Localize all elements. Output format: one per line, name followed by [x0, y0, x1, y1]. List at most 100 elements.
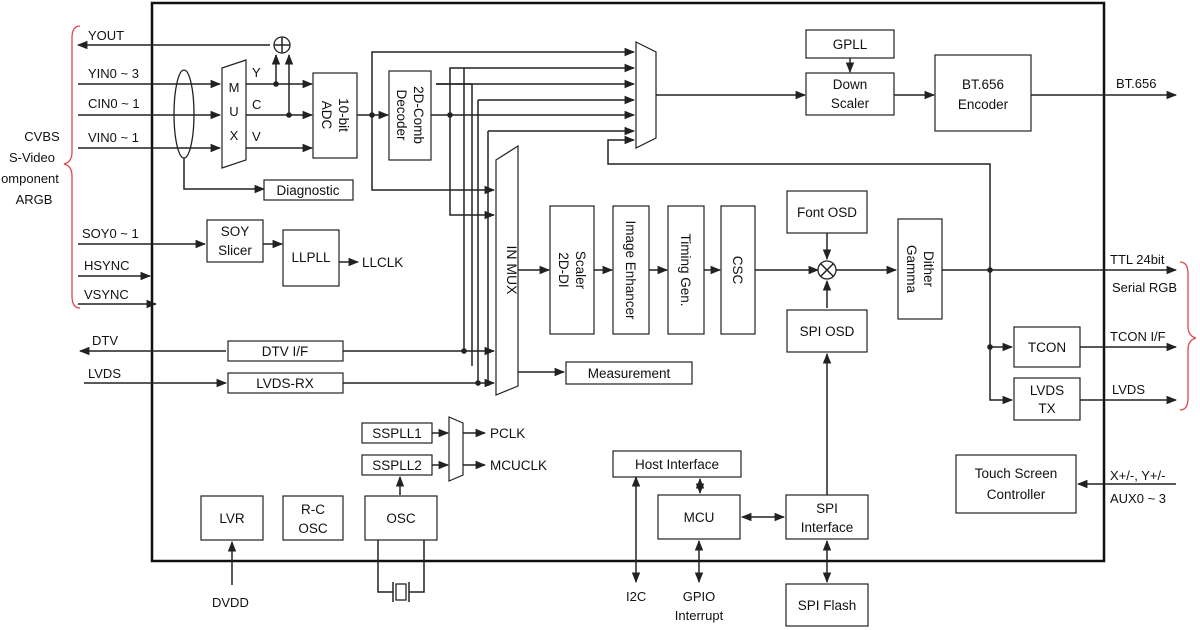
lvds-output-label: LVDS: [1112, 382, 1145, 397]
in-mux: [495, 144, 519, 396]
svg-text:TCON: TCON: [1028, 340, 1066, 355]
rc-osc-block: [282, 495, 344, 541]
svg-text:GPLL: GPLL: [833, 37, 868, 52]
svg-text:ARGB: ARGB: [16, 192, 53, 207]
interrupt-label: Interrupt: [675, 608, 724, 623]
svg-text:SPI OSD: SPI OSD: [800, 324, 855, 339]
i2c-label: I2C: [626, 589, 646, 604]
lvr-block: [200, 495, 264, 541]
font-osd-block: [786, 190, 868, 234]
touch-inputs-label: X+/-, Y+/-: [1110, 468, 1165, 483]
svg-text:Diagnostic: Diagnostic: [276, 183, 339, 198]
svg-text:Font OSD: Font OSD: [797, 205, 857, 220]
host-interface-block: [612, 450, 742, 478]
mcu-block: [657, 494, 741, 540]
svg-text:Host Interface: Host Interface: [635, 457, 719, 472]
scaler-block: [549, 205, 595, 335]
gpll-block: [805, 29, 895, 59]
spi-flash-block: [785, 583, 869, 627]
signal-yin: YIN0 ~ 3: [88, 66, 139, 81]
svg-text:OSC: OSC: [298, 521, 328, 536]
spi-interface-block: [785, 494, 869, 540]
svg-text:BT.656: BT.656: [962, 77, 1004, 92]
svg-text:SSPLL1: SSPLL1: [372, 426, 422, 441]
svg-text:SPI: SPI: [816, 501, 838, 516]
right-brace: [1179, 261, 1197, 411]
svg-text:LLPLL: LLPLL: [291, 250, 331, 265]
diagnostic-block: [263, 179, 354, 201]
svg-text:IN MUX: IN MUX: [504, 246, 520, 296]
dither-gamma-block: [897, 218, 943, 320]
dvdd-label: DVDD: [212, 595, 249, 610]
llclk-label: LLCLK: [362, 255, 403, 270]
signal-lvds-in: LVDS: [88, 366, 121, 381]
svg-text:MCU: MCU: [684, 510, 715, 525]
left-brace: [63, 25, 81, 309]
bt656-encoder-block: [934, 54, 1032, 132]
svg-text:LVDS-RX: LVDS-RX: [256, 376, 314, 391]
svg-text:SSPLL2: SSPLL2: [372, 458, 422, 473]
svg-text:Interface: Interface: [801, 520, 854, 535]
svg-text:10-bit: 10-bit: [336, 98, 351, 132]
svg-text:DTV I/F: DTV I/F: [262, 344, 309, 359]
spi-osd-block: [786, 309, 868, 353]
soy-slicer-block: [206, 219, 264, 263]
svg-text:M: M: [229, 80, 240, 95]
svg-text:CVBS: CVBS: [24, 129, 60, 144]
mux-out-c: C: [252, 97, 261, 112]
svg-text:U: U: [229, 104, 238, 119]
llpll-block: [282, 229, 340, 287]
svg-text:X: X: [230, 128, 239, 143]
svg-text:Decoder: Decoder: [394, 89, 409, 141]
pclk-label: PCLK: [490, 426, 525, 441]
svg-text:Dither: Dither: [921, 251, 936, 288]
adc-block: [312, 72, 358, 159]
bt656-output-label: BT.656: [1116, 76, 1156, 91]
svg-text:S-Video: S-Video: [9, 150, 55, 165]
svg-text:Gamma: Gamma: [904, 245, 919, 294]
down-scaler-block: [805, 72, 895, 116]
svg-text:Controller: Controller: [987, 487, 1046, 502]
mux-out-y: Y: [252, 65, 261, 80]
signal-hsync: HSYNC: [84, 258, 130, 273]
osc-block: [364, 495, 438, 541]
signal-yout: YOUT: [88, 28, 124, 43]
svg-text:LVDS: LVDS: [1030, 383, 1064, 398]
serial-rgb-label: Serial RGB: [1112, 280, 1177, 295]
svg-text:R-C: R-C: [301, 502, 325, 517]
chip-outline: [150, 1, 1106, 563]
svg-text:Image Enhancer: Image Enhancer: [623, 220, 638, 320]
svg-text:LVR: LVR: [219, 511, 245, 526]
measurement-block: [565, 361, 693, 385]
svg-text:TX: TX: [1038, 401, 1055, 416]
svg-text:Slicer: Slicer: [218, 243, 252, 258]
svg-text:Scaler: Scaler: [573, 251, 588, 290]
touch-aux-label: AUX0 ~ 3: [1110, 491, 1166, 506]
svg-text:SPI Flash: SPI Flash: [798, 598, 857, 613]
crystal-icon: [377, 540, 425, 602]
timing-gen-block: [667, 205, 705, 335]
svg-text:2D-DI: 2D-DI: [556, 252, 571, 287]
mux-out-v: V: [252, 129, 261, 144]
left-group-label: CVBS S-Video omponent ARGB: [1, 129, 60, 207]
svg-text:2D-Comb: 2D-Comb: [411, 86, 426, 144]
signal-soy: SOY0 ~ 1: [82, 226, 139, 241]
mux-letters: M U X: [229, 80, 240, 143]
svg-text:Timing Gen.: Timing Gen.: [678, 233, 693, 306]
svg-text:Measurement: Measurement: [588, 366, 671, 381]
signal-vsync: VSYNC: [84, 287, 129, 302]
svg-text:Touch Screen: Touch Screen: [975, 466, 1058, 481]
csc-block: [720, 205, 756, 335]
svg-text:CSC: CSC: [730, 256, 745, 285]
clock-mux: [448, 416, 464, 482]
mcuclk-label: MCUCLK: [490, 458, 547, 473]
tcon-if-label: TCON I/F: [1110, 329, 1166, 344]
signal-cin: CIN0 ~ 1: [88, 96, 140, 111]
output-mux: [635, 41, 657, 149]
svg-text:ADC: ADC: [319, 101, 334, 130]
signal-vin: VIN0 ~ 1: [88, 130, 139, 145]
svg-text:Encoder: Encoder: [958, 97, 1009, 112]
image-enhancer-block: [612, 205, 650, 335]
touch-screen-controller-block: [955, 454, 1077, 514]
